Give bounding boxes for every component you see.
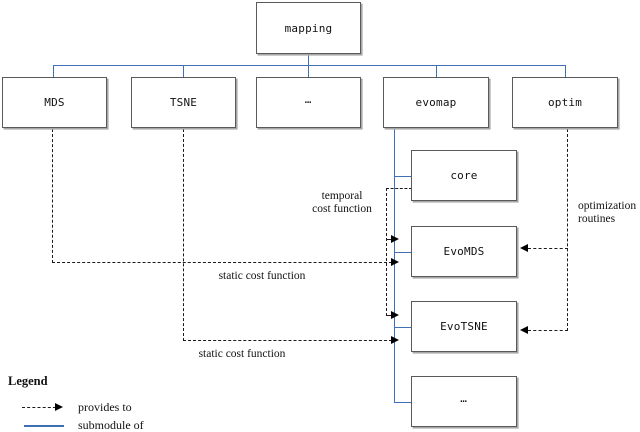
node-tsne[interactable]: TSNE [131, 77, 236, 128]
node-optim[interactable]: optim [512, 77, 618, 128]
legend-title: Legend [8, 374, 48, 388]
arrowhead-temporal-to-evomds [391, 235, 399, 243]
arrowhead-optim-to-evotsne [520, 326, 528, 334]
node-tsne-label: TSNE [169, 96, 198, 109]
node-evotsne-label: EvoTSNE [440, 320, 488, 333]
edge-mds-down [52, 129, 53, 263]
node-evomap[interactable]: evomap [383, 77, 489, 128]
edge-bus-to-tsne [183, 65, 185, 78]
edge-mds-to-evomds [52, 262, 392, 263]
edge-tsne-down [183, 129, 184, 341]
edge-trunk-to-core [394, 176, 412, 178]
edge-temporal-to-evomds [386, 239, 392, 240]
node-evotsne[interactable]: EvoTSNE [411, 301, 517, 352]
arrowhead-optim-to-evomds [520, 244, 528, 252]
node-mds[interactable]: MDS [2, 77, 107, 128]
edge-bus-to-optim [565, 65, 567, 78]
legend-item-provides-to: provides to [22, 398, 144, 416]
edge-optim-to-evomds [528, 248, 568, 249]
arrowhead-tsne-to-evotsne [391, 336, 399, 344]
arrowhead-mds-to-evomds [391, 258, 399, 266]
edge-temporal-to-evotsne [386, 315, 392, 316]
legend: Legend provides to submodule of [8, 374, 144, 432]
label-temporal-cost-function: temporal cost function [312, 190, 372, 215]
arrowhead-temporal-to-evotsne [391, 311, 399, 319]
label-static-cost-function-tsne: static cost function [198, 348, 286, 360]
edge-trunk-to-evotsne [394, 327, 412, 329]
label-optimization-routines: optimization routines [578, 200, 637, 225]
legend-item-provides-to-label: provides to [78, 399, 132, 414]
node-mapping-label: mapping [284, 21, 333, 35]
node-level1-ellipsis-label: … [304, 93, 313, 106]
edge-trunk-to-ellipsis2 [394, 402, 412, 404]
edge-bus-to-mds [53, 65, 55, 78]
edge-optim-down [567, 129, 568, 331]
edge-tsne-to-evotsne [183, 340, 392, 341]
node-evomap-ellipsis[interactable]: … [411, 376, 517, 427]
edge-optim-to-evotsne [528, 330, 568, 331]
node-evomap-ellipsis-label: … [460, 392, 468, 405]
node-optim-label: optim [547, 96, 583, 109]
legend-item-submodule-of-label: submodule of [78, 417, 144, 432]
edge-core-out [386, 188, 412, 189]
label-static-cost-function-mds: static cost function [218, 270, 306, 282]
edge-bus-to-evomap [436, 65, 438, 78]
edge-bus-horizontal [53, 65, 566, 67]
solid-line-icon [22, 420, 66, 430]
node-core-label: core [450, 169, 478, 182]
node-mapping[interactable]: mapping [256, 2, 361, 54]
node-core[interactable]: core [411, 150, 517, 201]
node-evomds[interactable]: EvoMDS [411, 226, 517, 277]
node-level1-ellipsis[interactable]: … [256, 77, 361, 128]
node-evomap-label: evomap [415, 96, 457, 109]
edge-temporal-down [386, 188, 387, 316]
legend-item-submodule-of: submodule of [22, 416, 144, 432]
node-mds-label: MDS [44, 96, 65, 109]
edge-mapping-to-bus [308, 54, 310, 66]
edge-trunk-to-evomds [394, 252, 412, 254]
node-evomds-label: EvoMDS [443, 245, 485, 258]
dashed-arrow-icon [22, 402, 66, 412]
edge-bus-to-ellipsis [308, 65, 310, 78]
